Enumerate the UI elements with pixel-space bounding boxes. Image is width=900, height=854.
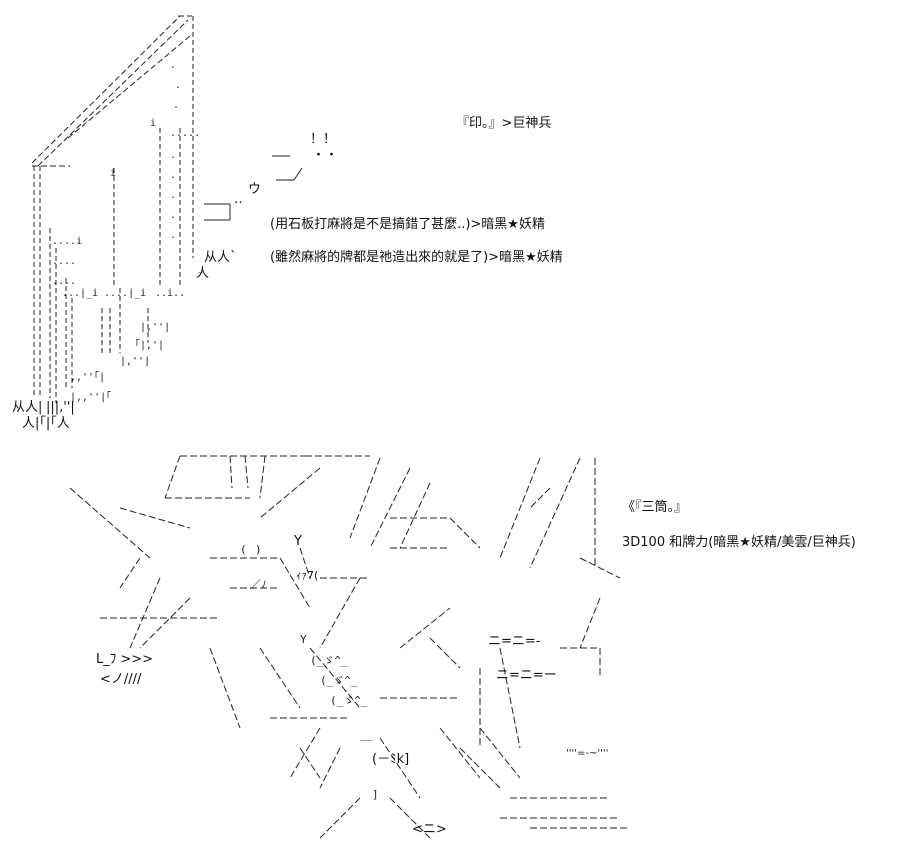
u-mark: ウ [248,182,262,197]
bottom-arrows: <ニ> [412,822,447,837]
bottom-left-chars-2: 人|｢|｢人 [22,416,70,431]
stone-slab-ascii-art: ... i..... ... .. i ....i........ ...|_i… [10,8,240,438]
wave-chars: ''''=-~'''' [566,748,609,759]
stone-slab-drawing: ... i..... ... .. i ....i........ ...|_i… [31,15,205,403]
quote-2: (雖然麻將的牌都是祂造出來的就是了)>暗黑★妖精 [270,250,563,265]
svg-text:....: .... [52,276,76,287]
svg-text:(_ゞ^_: (_ゞ^_ [320,674,358,687]
svg-text:.: . [170,60,176,71]
hand-chars: L_ﾌ >>> [96,652,154,667]
svg-text:.: . [170,170,176,181]
bottom-left-chars-1b: |||,''| [46,400,75,415]
side-chars-2: 人 [196,266,210,281]
svg-text:]: ] [372,788,379,801]
iya-chars: ｨｧ7( [296,569,319,582]
svg-text:(_ゞ^_: (_ゞ^_ [310,654,348,667]
y-mark: Y [294,534,302,549]
svg-text:): ) [255,543,262,556]
svg-text:,,''｢|: ,,''｢| [70,371,105,383]
ni-beam-1: ニ=ニ=- [488,634,541,649]
speech-strokes [268,150,328,190]
svg-text:i: i [110,168,116,179]
svg-text:.: . [173,100,179,111]
svg-text:....: .... [52,256,76,267]
giant-soldier-drawing: () ／ﾉ Y (_ゞ^_ (_ゞ^_ (_ゞ^_ __ ] [69,455,630,839]
svg-text:_: _ [198,262,205,273]
svg-text:|,''|: |,''| [140,322,170,333]
svg-text:.....: ..... [170,128,200,139]
svg-text:..i..: ..i.. [155,288,185,299]
svg-text:.: . [175,80,181,91]
mik-chars: (－ﾐk] [372,752,410,767]
svg-text:...|_i: ...|_i [62,288,98,299]
svg-text:|,,''|｢: |,,''|｢ [70,391,111,403]
svg-text:／ﾉ: ／ﾉ [250,578,267,591]
slash-chars: <ノ//// [100,672,142,687]
svg-text:i: i [150,118,156,129]
svg-text:....|_i: ....|_i [104,288,146,299]
move-title: 《『三筒。』 [622,500,688,515]
dots-mark: ・・ [312,148,339,163]
bottom-left-chars-1: 从人| [12,400,43,415]
svg-text:|,''|: |,''| [120,356,150,367]
svg-text:....i: ....i [52,236,82,247]
svg-text:Y: Y [300,633,307,646]
giant-soldier-ascii-art: () ／ﾉ Y (_ゞ^_ (_ゞ^_ (_ゞ^_ __ ] [60,448,640,848]
dice-roll-caption: 3D100 和牌力(暗黑★妖精/美雲/巨神兵) [622,535,856,550]
speaker-name: 『印。』>巨神兵 [456,116,552,131]
svg-text:__: __ [360,728,374,741]
svg-text:.: . [170,210,176,221]
svg-text:｢|,'|: ｢|,'| [135,339,164,351]
slab-right-box [200,198,240,228]
side-chars: 从人` [204,250,237,265]
svg-text:.: . [170,230,176,241]
small-dots-mark: ‥ [234,192,243,207]
ni-beam-2: ニ=ニ=ー [496,668,557,683]
svg-text:.: . [170,190,176,201]
exclamation-mark: ！！ [310,132,337,147]
svg-text:(: ( [240,543,247,556]
svg-text:(_ゞ^_: (_ゞ^_ [330,694,368,707]
svg-text:.: . [170,150,176,161]
quote-1: (用石板打麻將是不是搞錯了甚麼..)>暗黑★妖精 [270,217,545,232]
